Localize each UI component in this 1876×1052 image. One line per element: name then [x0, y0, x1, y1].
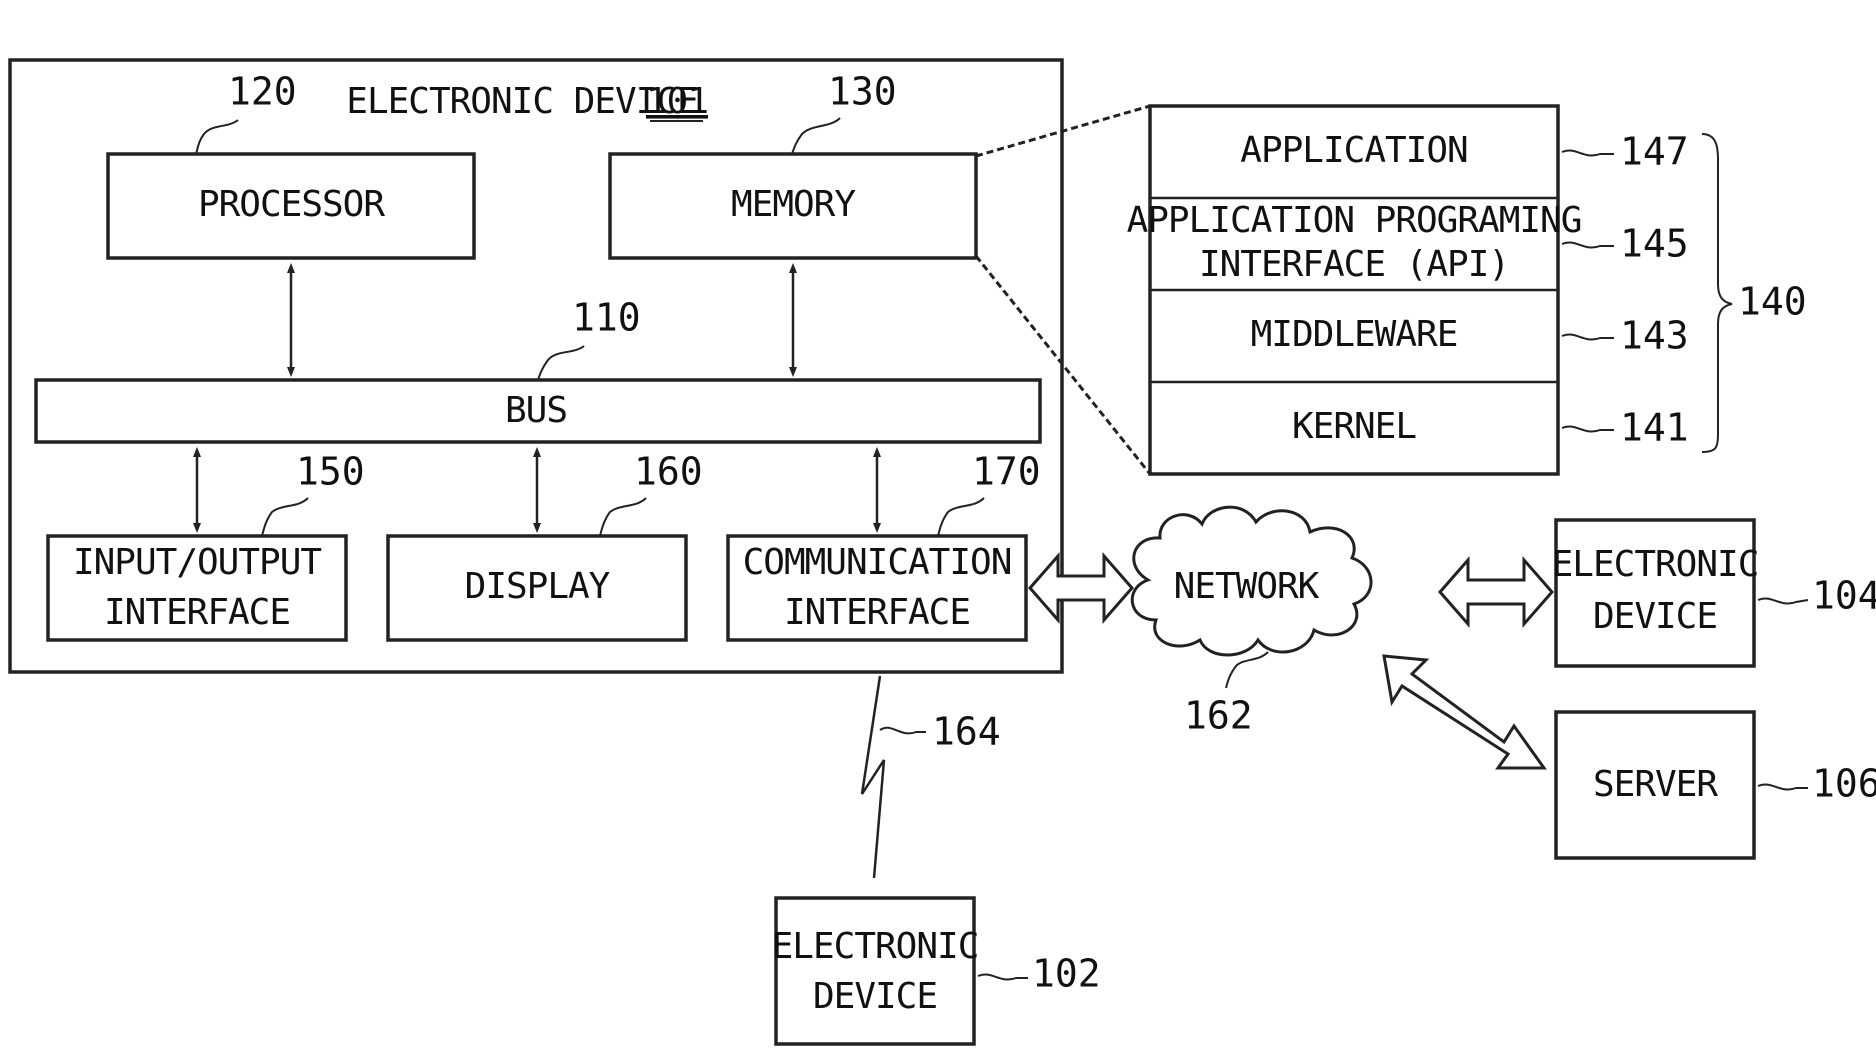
electronic-device-102-label-line1: ELECTRONIC: [772, 926, 979, 967]
server-label: SERVER: [1593, 764, 1718, 805]
network-ref-leader: [1226, 652, 1268, 688]
ed102-ref: 102: [1032, 952, 1101, 996]
api-ref: 145: [1620, 222, 1689, 266]
network-server-arrow: [1384, 656, 1544, 768]
wireless-ref-leader: [880, 728, 926, 734]
application-ref: 147: [1620, 130, 1689, 174]
electronic-device-102-block: [776, 898, 974, 1044]
communication-interface-label-line2: INTERFACE: [784, 592, 970, 633]
electronic-device-104-label-line1: ELECTRONIC: [1552, 544, 1759, 585]
processor-label: PROCESSOR: [198, 184, 385, 225]
io-interface-label-line2: INTERFACE: [104, 592, 290, 633]
wireless-ref: 164: [932, 710, 1001, 754]
communication-interface-label-line1: COMMUNICATION: [743, 542, 1012, 583]
display-label: DISPLAY: [465, 566, 611, 607]
middleware-ref: 143: [1620, 314, 1689, 358]
api-layer-label-line2: INTERFACE (API): [1199, 244, 1509, 285]
memory-label: MEMORY: [731, 184, 856, 225]
server-ref: 106: [1812, 762, 1876, 806]
application-layer-label: APPLICATION: [1240, 130, 1467, 171]
comm-ref: 170: [972, 450, 1041, 494]
electronic-device-104-label-line2: DEVICE: [1593, 596, 1717, 637]
ed102-ref-leader: [978, 974, 1028, 979]
middleware-ref-leader: [1562, 334, 1614, 339]
kernel-ref-leader: [1562, 426, 1614, 431]
ed104-ref: 104: [1812, 574, 1876, 618]
electronic-device-104-block: [1556, 520, 1754, 666]
processor-ref: 120: [228, 70, 297, 114]
network-ed104-arrow: [1440, 560, 1552, 624]
network-ref: 162: [1184, 694, 1253, 738]
kernel-layer-label: KERNEL: [1292, 406, 1416, 447]
kernel-ref: 141: [1620, 406, 1689, 450]
api-layer-label-line1: APPLICATION PROGRAMING: [1127, 200, 1582, 241]
io-interface-label-line1: INPUT/OUTPUT: [73, 542, 321, 583]
bus-label: BUS: [505, 390, 567, 431]
io-ref: 150: [296, 450, 365, 494]
programs-brace: [1702, 134, 1732, 452]
device-title-ref: 101: [646, 81, 708, 122]
api-ref-leader: [1562, 242, 1614, 247]
network-label: NETWORK: [1174, 566, 1320, 607]
wireless-link-zigzag: [862, 676, 884, 878]
electronic-device-102-label-line2: DEVICE: [813, 976, 937, 1017]
memory-ref: 130: [828, 70, 897, 114]
bus-ref: 110: [572, 296, 641, 340]
application-ref-leader: [1562, 150, 1614, 155]
middleware-layer-label: MIDDLEWARE: [1251, 314, 1458, 355]
display-ref: 160: [634, 450, 703, 494]
programs-ref: 140: [1738, 280, 1807, 324]
server-ref-leader: [1758, 784, 1808, 789]
ed104-ref-leader: [1758, 598, 1808, 603]
